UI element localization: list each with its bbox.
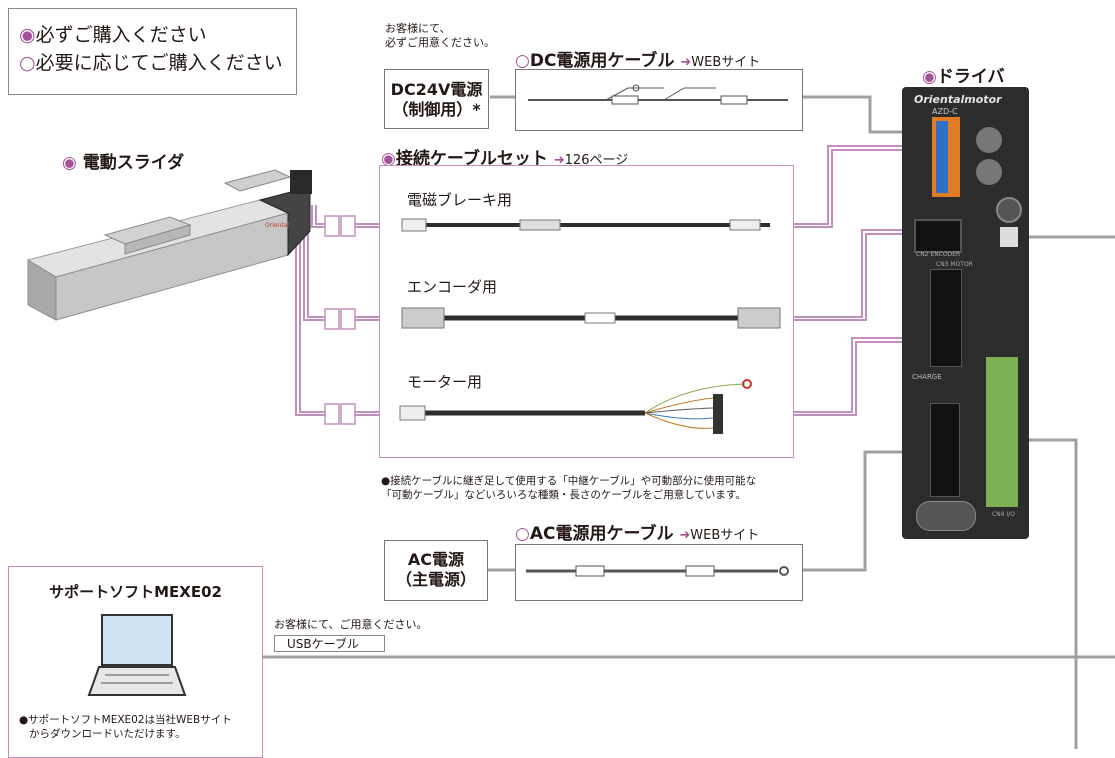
driver-unit: Orientalmotor AZD-C CN2 ENCODER CN3 MOTO… — [902, 87, 1029, 539]
dc-cable-box — [515, 69, 803, 131]
ac-cable-title: ○AC電源用ケーブル ➜WEBサイト — [515, 524, 760, 544]
cn4-io-connector — [986, 357, 1018, 507]
usb-note: お客様にて、ご用意ください。 — [274, 618, 428, 631]
laptop-icon — [87, 614, 187, 696]
dc-cable-title: ○DC電源用ケーブル ➜WEBサイト — [515, 51, 761, 71]
ac-cable-to-driver-line — [801, 450, 925, 572]
connection-set-page-link[interactable]: 126ページ — [564, 153, 629, 168]
support-title: サポートソフトMEXE02 — [49, 583, 222, 601]
cable-label-brake: 電磁ブレーキ用 — [407, 191, 513, 209]
slider-title: ◉ 電動スライダ — [62, 153, 185, 173]
cn3-motor-connector — [930, 269, 962, 367]
connection-set-title: ◉接続ケーブルセット ➜126ページ — [381, 149, 629, 169]
cn3-label: CN3 MOTOR — [936, 261, 973, 268]
cn4-label: CN4 I/O — [992, 511, 1015, 518]
cable-label-motor: モーター用 — [407, 373, 483, 391]
dc24v-supply-box: DC24V電源（制御用）* — [384, 69, 489, 129]
cn2-label: CN2 ENCODER — [916, 251, 961, 258]
driver-title: ◉ドライバ — [922, 67, 1005, 87]
rotary-switch-2[interactable] — [976, 159, 1002, 185]
legend-required: ◉必ずご購入ください — [19, 24, 207, 46]
rotary-switch-1[interactable] — [976, 127, 1002, 153]
ac-cable-box — [515, 544, 803, 601]
io-line — [1018, 438, 1078, 749]
dc-cable-image — [528, 84, 788, 105]
connector-encoder — [324, 308, 340, 330]
usb-cable-box: USBケーブル — [274, 635, 385, 652]
ground-terminal — [916, 501, 976, 531]
cable-label-encoder: エンコーダ用 — [407, 278, 498, 296]
dc-cable-to-driver-line — [801, 95, 920, 134]
dc-cable-web-link[interactable]: WEBサイト — [691, 55, 761, 70]
power-indicator — [996, 197, 1022, 223]
ac-cable-image — [526, 565, 789, 577]
connector-brake — [324, 215, 340, 237]
electric-slider-image: Oriental — [26, 169, 312, 321]
usb-port[interactable] — [1000, 227, 1018, 247]
svg-text:Oriental: Oriental — [265, 222, 289, 229]
connection-set-box — [379, 165, 794, 458]
cn2-encoder-connector — [914, 219, 962, 253]
encoder-cable-image — [401, 307, 781, 329]
ac-cable-web-link[interactable]: WEBサイト — [690, 528, 760, 543]
ac-supply-box: AC電源（主電源） — [384, 540, 488, 601]
legend-box: ◉必ずご購入ください ○必要に応じてご購入ください — [8, 8, 297, 95]
motor-cable-image — [399, 379, 752, 434]
connector-motor — [324, 403, 340, 425]
brake-cable-image — [401, 218, 770, 232]
relay-cable-note: ●接続ケーブルに継ぎ足して使用する「中継ケーブル」や可動部分に使用可能な「可動ケ… — [381, 475, 757, 501]
dc-note: お客様にて、必ずご用意ください。 — [385, 22, 495, 49]
support-note: ●サポートソフトMEXE02は当社WEBサイトからダウンロードいただけます。 — [19, 714, 232, 740]
charge-label: CHARGE — [912, 373, 942, 381]
ac-input-connector — [930, 403, 960, 497]
driver-brand: Orientalmotor — [914, 93, 1002, 106]
support-software-box: サポートソフトMEXE02 ●サポートソフトMEXE02は当社WEBサイトからダ… — [8, 566, 263, 758]
driver-model: AZD-C — [932, 107, 958, 116]
legend-optional: ○必要に応じてご購入ください — [19, 52, 283, 74]
